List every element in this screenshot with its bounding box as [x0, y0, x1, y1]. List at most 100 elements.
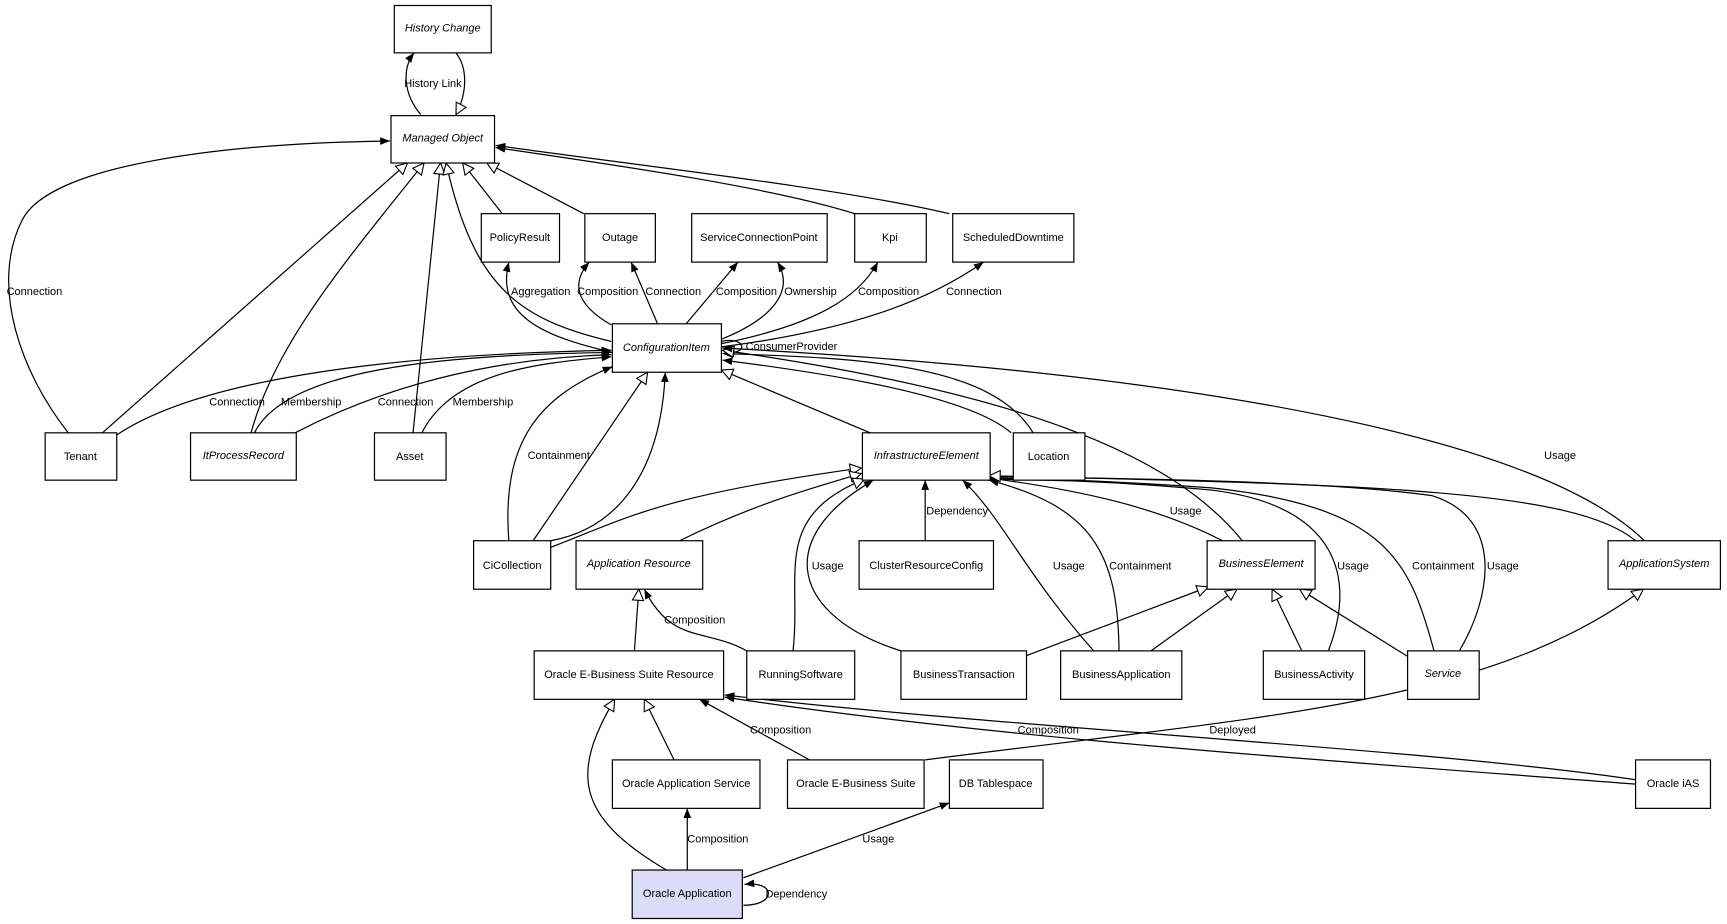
edge-kpi-mo[interactable] — [495, 145, 855, 215]
node-label: ConfigurationItem — [623, 342, 710, 354]
node-tenant[interactable]: Tenant — [44, 432, 118, 481]
edge-itprocess-ci-connection[interactable] — [294, 351, 612, 434]
edge-ci-mo-inherit[interactable] — [446, 163, 612, 342]
node-oracle-application[interactable]: Oracle Application — [631, 869, 743, 920]
edge-label: Usage — [1053, 560, 1085, 572]
edge-buselem-infra-usage[interactable] — [988, 475, 1223, 542]
edge-label: Usage — [1337, 560, 1369, 572]
node-oracle-ebs[interactable]: Oracle E-Business Suite — [786, 759, 925, 809]
edge-appsys-infra-inherit[interactable] — [989, 476, 1636, 542]
node-label: CiCollection — [483, 560, 542, 572]
edge-ebsres-appres-inherit[interactable] — [634, 589, 638, 651]
node-ci-collection[interactable]: CiCollection — [472, 540, 552, 590]
edge-label: Composition — [750, 724, 811, 736]
node-service[interactable]: Service — [1406, 650, 1480, 700]
node-label: ApplicationSystem — [1618, 558, 1710, 570]
edge-ci-scp-composition[interactable] — [685, 261, 739, 325]
edge-label: Composition — [1018, 724, 1079, 736]
edge-bustrans-infra-usage[interactable] — [806, 479, 902, 652]
edge-history-change-inherit[interactable] — [456, 52, 465, 115]
edge-ci-scp-ownership[interactable] — [721, 261, 786, 340]
edge-outage-mo-inherit[interactable] — [487, 163, 585, 215]
edge-label: Connection — [209, 396, 265, 408]
edge-appsys-ci-aggregation[interactable] — [722, 344, 1645, 542]
edge-appres-infra-inherit[interactable] — [679, 474, 862, 542]
node-application-resource[interactable]: Application Resource — [575, 540, 704, 590]
edge-cicoll-ci-membership[interactable] — [507, 366, 613, 541]
node-label: InfrastructureElement — [874, 450, 980, 462]
node-location[interactable]: Location — [1012, 432, 1086, 481]
node-outage[interactable]: Outage — [584, 213, 656, 263]
node-infrastructure-element[interactable]: InfrastructureElement — [861, 432, 991, 481]
edge-bustrans-buselem-inherit[interactable] — [1024, 587, 1208, 657]
edge-service-buselem-inherit[interactable] — [1300, 589, 1408, 657]
node-db-tablespace[interactable]: DB Tablespace — [948, 759, 1044, 809]
node-label: ItProcessRecord — [203, 450, 285, 462]
edge-history-link[interactable] — [405, 52, 422, 115]
edge-policy-mo-inherit[interactable] — [463, 163, 503, 215]
edge-ebs-appsys-inherit[interactable] — [925, 589, 1643, 761]
edge-tenant-mo-connection[interactable] — [8, 137, 390, 434]
edge-busact-buselem-inherit[interactable] — [1272, 589, 1303, 652]
node-oracle-application-service[interactable]: Oracle Application Service — [611, 759, 761, 809]
edge-label: Usage — [812, 560, 844, 572]
edge-oas-ebsres-inherit[interactable] — [644, 699, 675, 761]
node-label: Outage — [602, 232, 638, 244]
edge-busapp-infra-usage[interactable] — [962, 479, 1095, 652]
node-service-connection-point[interactable]: ServiceConnectionPoint — [691, 213, 828, 263]
edge-ebs-ebsres-composition[interactable] — [699, 698, 810, 761]
node-application-system[interactable]: ApplicationSystem — [1607, 540, 1721, 590]
edge-running-infra-inherit[interactable] — [792, 479, 865, 651]
edge-oa-db-usage[interactable] — [743, 802, 950, 879]
edge-oa-dependency[interactable] — [743, 879, 769, 906]
edge-tenant-mo-inherit[interactable] — [102, 163, 407, 434]
edge-busapp-buselem-inherit[interactable] — [1150, 589, 1237, 652]
edge-ci-outage-composition[interactable] — [578, 261, 612, 326]
edge-ci-policy-aggregation[interactable] — [502, 261, 613, 354]
node-cluster-resource-config[interactable]: ClusterResourceConfig — [858, 540, 995, 590]
edge-ias-ebsres-composition[interactable] — [724, 694, 1636, 785]
node-label: BusinessElement — [1219, 558, 1305, 570]
node-business-element[interactable]: BusinessElement — [1206, 540, 1316, 590]
node-oracle-ias[interactable]: Oracle iAS — [1634, 759, 1712, 809]
edge-label: Connection — [7, 286, 63, 298]
edge-label: Composition — [664, 614, 725, 626]
node-ebs-resource[interactable]: Oracle E-Business Suite Resource — [533, 650, 725, 700]
node-asset[interactable]: Asset — [373, 432, 447, 481]
edge-ci-sched-connection[interactable] — [721, 261, 984, 348]
node-running-software[interactable]: RunningSoftware — [746, 650, 856, 700]
edge-running-appres-composition[interactable] — [643, 588, 748, 652]
edge-cicoll-infra-usage[interactable] — [550, 468, 862, 548]
edge-itprocess-ci-membership[interactable] — [253, 348, 612, 434]
node-label: Application Resource — [586, 558, 691, 570]
node-policy-result[interactable]: PolicyResult — [480, 213, 561, 263]
node-business-transaction[interactable]: BusinessTransaction — [900, 650, 1028, 700]
edge-busapp-infra-containment[interactable] — [988, 478, 1120, 651]
node-scheduled-downtime[interactable]: ScheduledDowntime — [952, 213, 1075, 263]
edges: History Link Connection Aggregation Comp… — [7, 52, 1645, 906]
edge-sched-mo[interactable] — [495, 142, 950, 215]
edge-ci-outage-connection[interactable] — [630, 261, 659, 325]
node-label: Kpi — [882, 232, 898, 244]
node-it-process-record[interactable]: ItProcessRecord — [189, 432, 297, 481]
node-label: PolicyResult — [490, 232, 551, 244]
edge-cicoll-ci-containment[interactable] — [550, 372, 669, 542]
edge-location-ci-membership[interactable] — [722, 357, 1012, 434]
edge-tenant-ci-connection[interactable] — [116, 346, 612, 436]
edge-cicoll-ci-inherit[interactable] — [532, 372, 648, 542]
node-managed-object[interactable]: Managed Object — [390, 115, 496, 164]
edge-location-ci-2[interactable] — [722, 349, 1034, 434]
node-history-change[interactable]: History Change — [393, 4, 492, 54]
edge-oa-ebsres-inherit[interactable] — [587, 699, 667, 871]
edge-infra-ci-inherit[interactable] — [721, 370, 871, 434]
edge-asset-mo-inherit[interactable] — [412, 163, 441, 433]
node-business-application[interactable]: BusinessApplication — [1060, 650, 1183, 700]
edge-ias-ebsres-deployed[interactable] — [724, 692, 1636, 781]
node-configuration-item[interactable]: ConfigurationItem — [611, 323, 723, 373]
node-kpi[interactable]: Kpi — [854, 213, 927, 263]
node-label: History Change — [405, 23, 481, 35]
edge-asset-ci-connection[interactable] — [421, 353, 612, 434]
edge-ci-kpi-composition[interactable] — [721, 261, 879, 345]
edge-itprocess-mo-inherit[interactable] — [250, 163, 424, 433]
node-business-activity[interactable]: BusinessActivity — [1262, 650, 1366, 700]
